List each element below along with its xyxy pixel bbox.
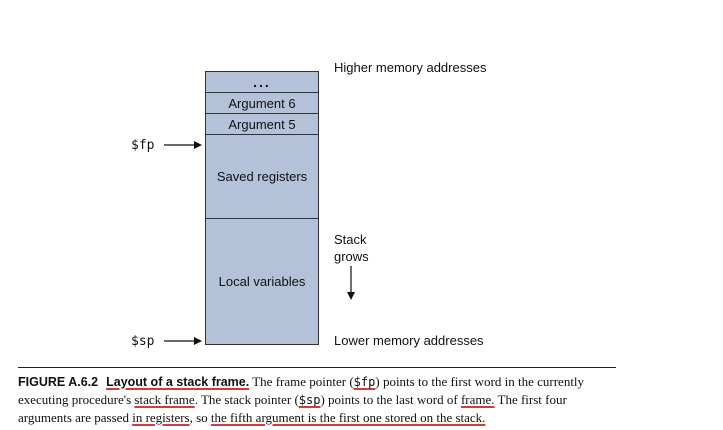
caption-text: ) points to the first word in the curren…: [18, 374, 585, 407]
caption-text: stack frame: [134, 392, 195, 407]
stack-frame: ... Argument 6 Argument 5 Saved register…: [205, 71, 319, 345]
frame-pointer-label: $fp: [131, 138, 155, 153]
stack-grows-label-line2: grows: [334, 249, 369, 264]
caption-text: the fifth argument is the first one stor…: [210, 410, 486, 425]
stack-cell-ellipsis: ...: [205, 71, 319, 93]
caption-text: frame.: [460, 392, 495, 407]
caption-text: The frame pointer (: [252, 374, 354, 389]
figure-caption: FIGURE A.6.2 Layout of a stack frame. The…: [18, 373, 618, 426]
stack-cell-argument-5: Argument 5: [205, 114, 319, 135]
stack-cell-local-variables: Local variables: [205, 219, 319, 345]
caption-fp: $fp: [353, 375, 376, 389]
stack-grows-arrow-icon: [347, 266, 355, 300]
caption-sp: $sp: [298, 393, 321, 407]
caption-text: ) points to the last word of: [320, 392, 461, 407]
caption-text: The first four arguments are passed: [18, 392, 567, 425]
lower-memory-label: Lower memory addresses: [334, 333, 484, 348]
stack-grows-label-line1: Stack: [334, 232, 367, 247]
stack-pointer-arrow-icon: [164, 337, 202, 345]
caption-text: , so: [189, 410, 211, 425]
caption-divider: [18, 367, 616, 368]
figure-title: Layout of a stack frame.: [106, 375, 250, 389]
frame-pointer-arrow-icon: [164, 141, 202, 149]
stack-pointer-label: $sp: [131, 334, 155, 349]
caption-text: . The stack pointer (: [194, 392, 299, 407]
stack-cell-argument-6: Argument 6: [205, 93, 319, 114]
figure-label: FIGURE A.6.2: [18, 375, 99, 389]
caption-text: in registers: [132, 410, 190, 425]
stack-cell-saved-registers: Saved registers: [205, 135, 319, 219]
higher-memory-label: Higher memory addresses: [334, 60, 487, 75]
